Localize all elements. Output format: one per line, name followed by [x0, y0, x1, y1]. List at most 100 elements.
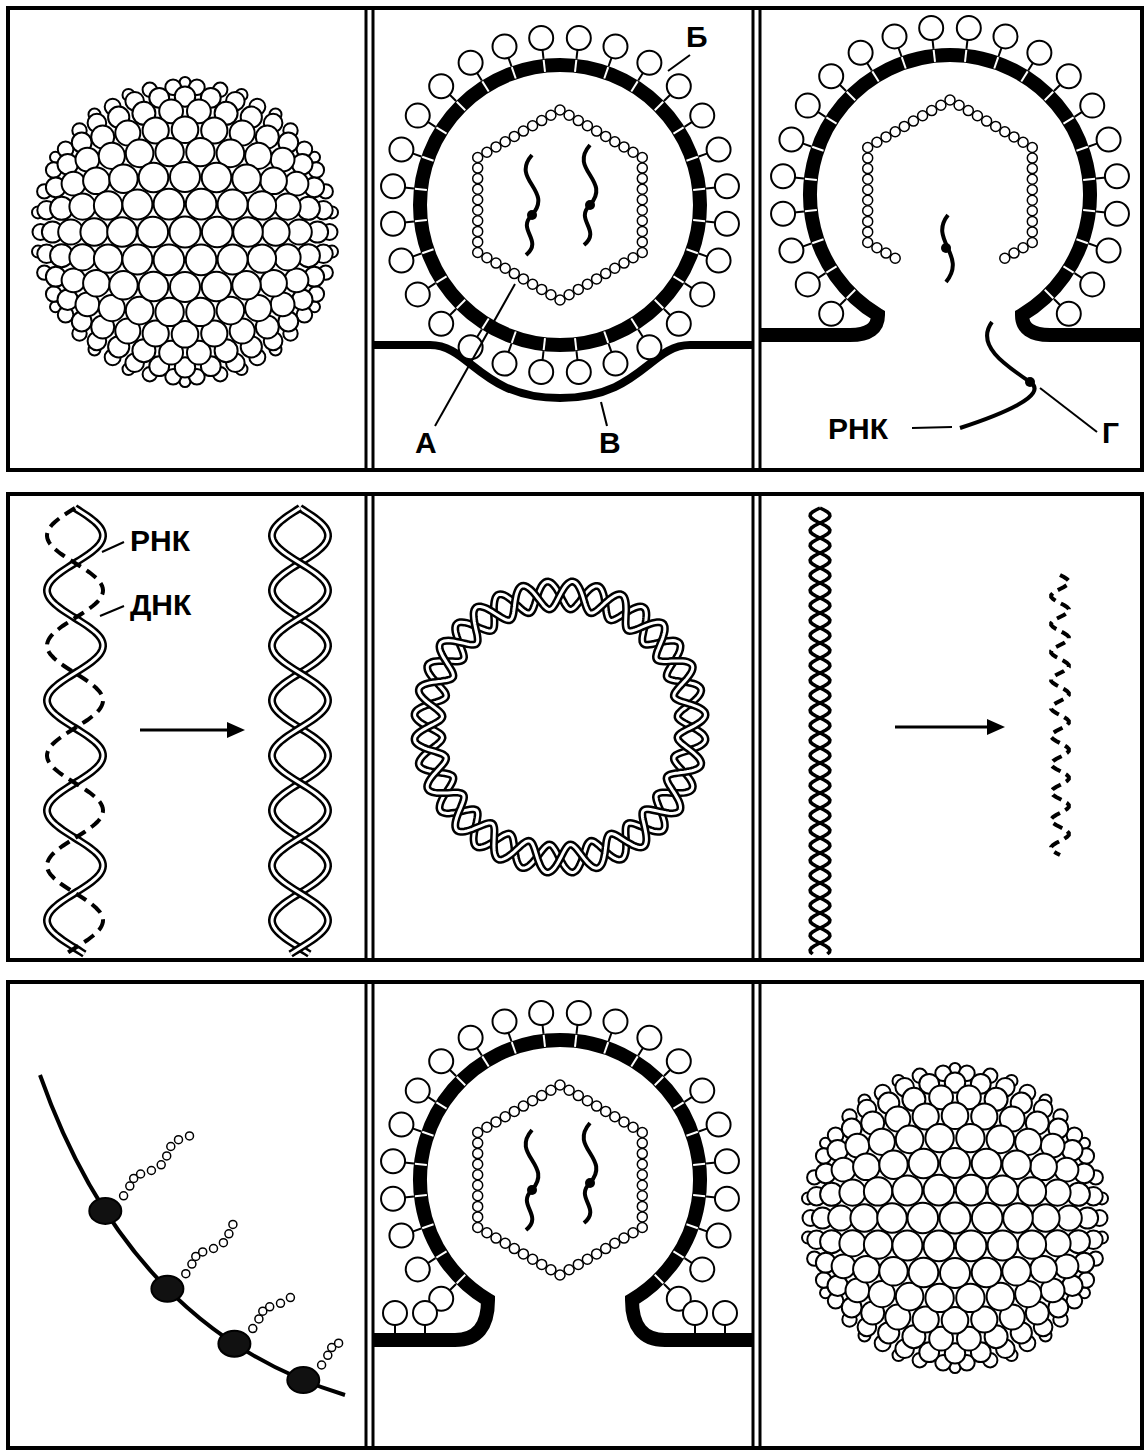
- capsomere: [274, 194, 300, 220]
- capsid-subunit: [1018, 243, 1028, 253]
- part-label: Г: [1100, 418, 1121, 448]
- part-label: РНК: [826, 414, 890, 444]
- spike-knob: [667, 1049, 691, 1073]
- capsomere: [186, 245, 217, 276]
- capsomere: [139, 163, 169, 193]
- capsid-subunit: [564, 290, 574, 300]
- capsid-subunit: [601, 269, 611, 279]
- capsid-subunit: [500, 263, 510, 273]
- dna-strand: [810, 508, 830, 954]
- capsid-subunit: [1027, 164, 1037, 174]
- circular-dna-core: [415, 582, 706, 873]
- membrane-tick: [902, 57, 906, 68]
- ribosome: [287, 1367, 319, 1393]
- capsid-subunit: [592, 1249, 602, 1259]
- capsomere: [83, 168, 110, 195]
- spike-knob: [381, 1187, 405, 1211]
- membrane-tick: [655, 1077, 663, 1085]
- capsid-subunit: [500, 1238, 510, 1248]
- capsid-subunit: [564, 110, 574, 120]
- capsomere: [285, 268, 309, 292]
- capsomere: [170, 217, 201, 248]
- capsid-subunit: [863, 153, 873, 163]
- capsid-subunit: [637, 1128, 647, 1138]
- capsid-subunit: [546, 110, 556, 120]
- membrane-tick: [686, 157, 697, 161]
- spike-knob: [667, 312, 691, 336]
- capsid-subunit: [637, 153, 647, 163]
- arrow-shaft: [140, 729, 231, 732]
- dna-strand-core: [272, 508, 328, 954]
- capsomere: [69, 194, 95, 220]
- capsid-subunit: [564, 1265, 574, 1275]
- capsomere: [972, 1149, 1002, 1179]
- spike-knob: [779, 128, 803, 152]
- capsomere: [909, 1258, 939, 1288]
- spike-knob: [413, 1301, 437, 1325]
- capsid-subunit: [1027, 195, 1037, 205]
- capsid-subunit: [963, 106, 973, 116]
- capsid-subunit: [982, 116, 992, 126]
- capsid-subunit: [610, 137, 620, 147]
- membrane-tick: [457, 1275, 465, 1283]
- capsomere: [202, 217, 233, 248]
- capsomere: [1002, 1257, 1030, 1285]
- capsid-subunit: [518, 126, 528, 136]
- capsomere: [122, 245, 152, 275]
- spike-knob: [429, 1049, 453, 1073]
- capsid-subunit: [881, 248, 891, 258]
- leader-line: [912, 427, 952, 428]
- capsid-subunit: [528, 279, 538, 289]
- spike-knob: [459, 51, 483, 75]
- spike-knob: [429, 74, 453, 98]
- membrane-tick: [544, 1035, 545, 1047]
- membrane-tick: [575, 60, 576, 72]
- capsomere: [94, 191, 122, 219]
- spike-knob: [771, 164, 795, 188]
- peptide-bead: [126, 1182, 134, 1190]
- capsid-subunit: [1009, 132, 1019, 142]
- spike-knob: [1105, 202, 1129, 226]
- capsid-subunit: [582, 121, 592, 131]
- capsid-subunit: [537, 116, 547, 126]
- part-label: ДНК: [128, 590, 193, 620]
- capsid-subunit: [491, 1233, 501, 1243]
- capsid-subunit: [555, 105, 565, 115]
- capsid-subunit: [564, 1085, 574, 1095]
- capsomere: [285, 172, 309, 196]
- spike-knob: [406, 1079, 430, 1103]
- dna-strand: [810, 508, 830, 954]
- panel-divider: [372, 982, 375, 1448]
- membrane-tick: [1021, 71, 1027, 81]
- capsid-subunit: [592, 274, 602, 284]
- capsid-subunit: [473, 1223, 483, 1233]
- spike-knob: [707, 1113, 731, 1137]
- capsid-subunit: [473, 1159, 483, 1169]
- capsomere: [956, 1231, 987, 1262]
- capsomere: [122, 190, 152, 220]
- membrane-tick: [1063, 117, 1073, 123]
- capsomere: [262, 218, 290, 246]
- capsid-subunit: [863, 185, 873, 195]
- rna-dot: [585, 200, 595, 210]
- spike-knob: [567, 1001, 591, 1025]
- capsid-subunit: [482, 1228, 492, 1238]
- spike-knob: [993, 24, 1017, 48]
- panel-divider: [372, 494, 375, 960]
- membrane-tick: [436, 1251, 446, 1257]
- membrane-tick: [604, 1042, 608, 1053]
- capsid-subunit: [518, 274, 528, 284]
- capsid-subunit: [628, 253, 638, 263]
- capsomere: [853, 1154, 880, 1181]
- capsomere: [107, 217, 137, 247]
- capsid-subunit: [592, 1101, 602, 1111]
- spike-knob: [771, 202, 795, 226]
- spike-knob: [796, 94, 820, 118]
- spike-knob: [707, 248, 731, 272]
- membrane-tick: [631, 81, 637, 91]
- membrane-tick: [604, 331, 608, 342]
- capsid-subunit: [637, 1201, 647, 1211]
- capsid-subunit: [637, 1149, 647, 1159]
- membrane-tick: [994, 57, 998, 68]
- capsid-subunit: [473, 248, 483, 258]
